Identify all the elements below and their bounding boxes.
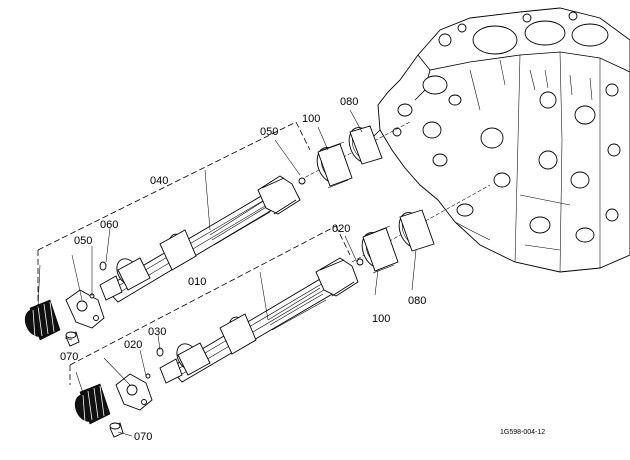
figure-code: 1G598-004-12 (500, 429, 545, 436)
label-080-bottom: 080 (408, 295, 426, 307)
label-030: 030 (148, 326, 166, 338)
label-020-low: 020 (124, 339, 142, 351)
label-080-top: 080 (340, 96, 358, 108)
group-040-outline (37, 121, 311, 305)
upper-balancer-shaft (99, 175, 306, 303)
bushing-080-lower (398, 209, 435, 252)
engine-block (367, 7, 630, 273)
lower-balancer-shaft (159, 257, 364, 384)
upper-washer (65, 289, 105, 329)
label-070-left: 070 (60, 351, 78, 363)
part-labels: 050 100 080 040 060 050 020 010 030 020 … (60, 96, 426, 443)
bushing-080-upper (348, 125, 383, 165)
upper-gear (24, 299, 61, 341)
label-050-top: 050 (260, 126, 278, 138)
label-100-bottom: 100 (372, 313, 390, 325)
bushing-100-upper (316, 141, 353, 189)
lower-gear (74, 383, 111, 425)
leader-lines (37, 109, 417, 437)
label-010: 010 (188, 276, 206, 288)
lower-bolt (109, 422, 124, 438)
upper-pin (99, 261, 107, 271)
label-060: 060 (100, 219, 118, 231)
label-070-bottom: 070 (134, 431, 152, 443)
lower-washer (115, 373, 153, 411)
bushing-100-lower (361, 225, 399, 274)
upper-bolt (65, 331, 80, 347)
group-010-outline (69, 225, 351, 385)
label-040: 040 (150, 175, 168, 187)
label-050-left: 050 (74, 235, 92, 247)
label-020-mid: 020 (332, 223, 350, 235)
label-100-top: 100 (302, 113, 320, 125)
lower-ball (145, 373, 151, 379)
